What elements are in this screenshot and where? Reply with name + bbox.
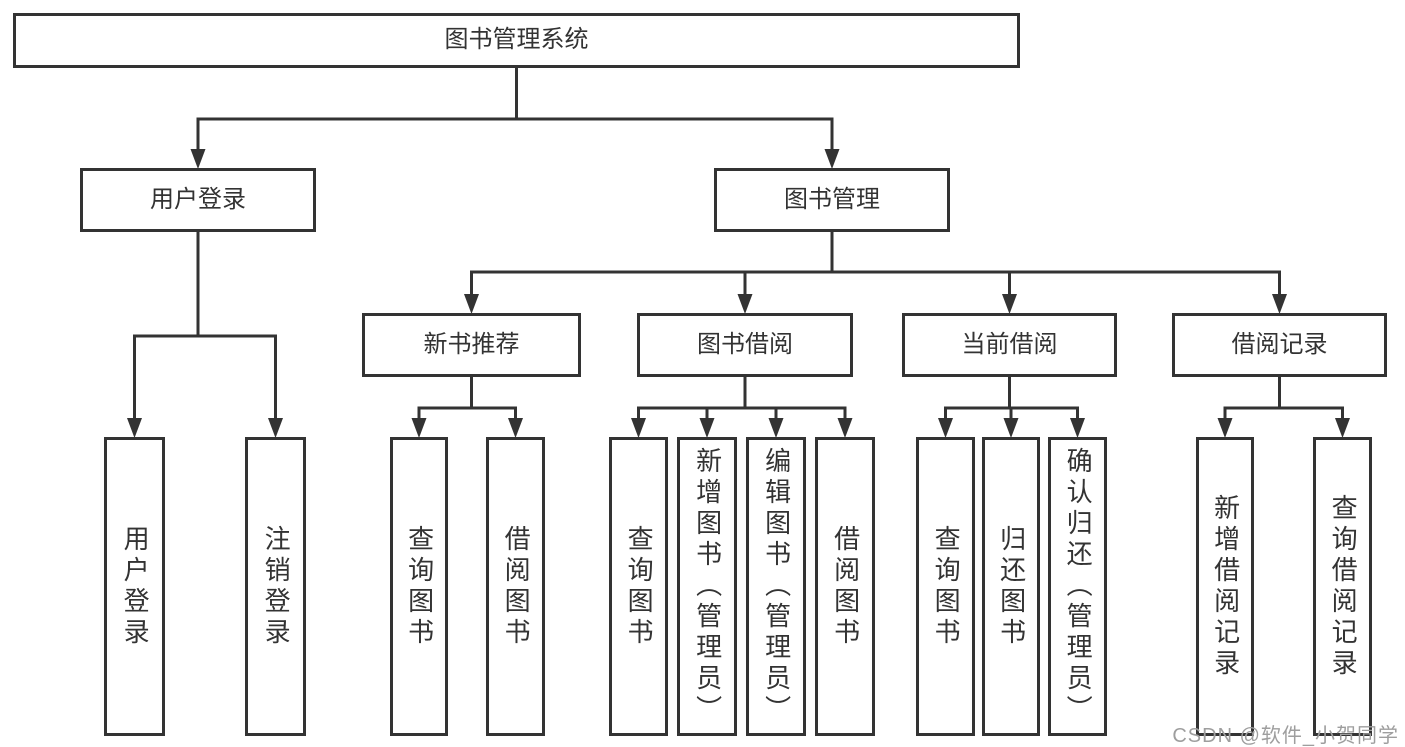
node-logout: 注销登录 <box>245 437 306 736</box>
arrowhead-edit-books-admin <box>768 418 784 438</box>
connector-book-management <box>464 229 1287 314</box>
connector-system <box>190 65 840 169</box>
arrowhead-add-borrow-record <box>1217 418 1233 438</box>
arrowhead-new-book-recommend <box>464 294 479 314</box>
connector-borrow-records <box>1217 374 1350 438</box>
arrowhead-logout <box>268 418 283 438</box>
node-query-books-borrow: 查询图书 <box>609 437 668 736</box>
arrowhead-query-books-recommend <box>411 418 427 438</box>
arrowhead-borrow-records <box>1272 294 1287 314</box>
node-user-login: 用户登录 <box>80 168 316 232</box>
arrowhead-user-login-action <box>127 418 142 438</box>
arrowhead-query-books-borrow <box>631 418 646 438</box>
arrowhead-user-login <box>190 149 206 169</box>
node-book-management: 图书管理 <box>714 168 950 232</box>
arrowhead-confirm-return-admin <box>1070 418 1085 438</box>
arrowhead-book-management <box>824 149 840 169</box>
node-current-borrow: 当前借阅 <box>902 313 1117 377</box>
node-borrow-books-recommend: 借阅图书 <box>486 437 545 736</box>
arrowhead-query-books-current <box>938 418 953 438</box>
node-edit-books-admin: 编辑图书（管理员） <box>746 437 806 736</box>
arrowhead-borrow-books-borrow <box>837 418 853 438</box>
node-return-books: 归还图书 <box>982 437 1040 736</box>
watermark: CSDN @软件_小贺同学 <box>1172 725 1399 747</box>
arrowhead-return-books <box>1003 418 1019 438</box>
node-query-books-recommend: 查询图书 <box>390 437 448 736</box>
arrowhead-current-borrow <box>1002 294 1017 314</box>
node-book-borrow: 图书借阅 <box>637 313 853 377</box>
node-user-login-action: 用户登录 <box>104 437 165 736</box>
node-add-books-admin: 新增图书（管理员） <box>677 437 737 736</box>
node-query-books-current: 查询图书 <box>916 437 975 736</box>
connector-book-borrow <box>631 374 853 438</box>
arrowhead-book-borrow <box>737 294 753 314</box>
node-new-book-recommend: 新书推荐 <box>362 313 581 377</box>
connector-current-borrow <box>938 374 1085 438</box>
arrowhead-query-borrow-record <box>1335 418 1350 438</box>
arrowhead-add-books-admin <box>699 418 715 438</box>
node-borrow-books-borrow: 借阅图书 <box>815 437 875 736</box>
node-add-borrow-record: 新增借阅记录 <box>1196 437 1254 736</box>
arrowhead-borrow-books-recommend <box>508 418 523 438</box>
node-query-borrow-record: 查询借阅记录 <box>1313 437 1372 736</box>
node-borrow-records: 借阅记录 <box>1172 313 1387 377</box>
node-system: 图书管理系统 <box>13 13 1020 68</box>
connector-user-login <box>127 229 283 438</box>
connector-new-book-recommend <box>411 374 523 438</box>
node-confirm-return-admin: 确认归还（管理员） <box>1048 437 1107 736</box>
